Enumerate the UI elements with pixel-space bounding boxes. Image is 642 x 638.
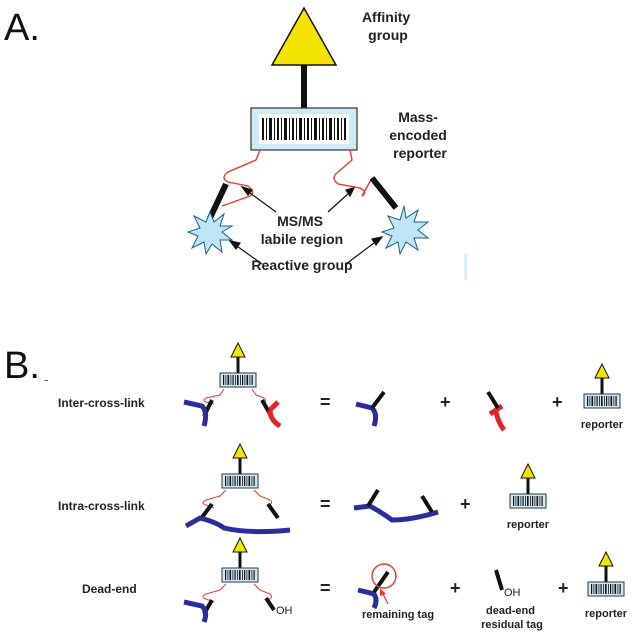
labile-linker-left — [221, 149, 261, 207]
peptide-blue — [184, 515, 291, 535]
row-label-inter: Inter-cross-link — [58, 396, 145, 410]
labile-linker-right — [333, 149, 373, 197]
panel-b: B. Inter-cross-link = + + reporter — [4, 343, 628, 631]
panel-a-letter: A. — [4, 7, 40, 49]
labile-region-label: MS/MS labile region — [261, 213, 343, 247]
row-label-intra: Intra-cross-link — [58, 499, 145, 513]
plus-sign: + — [450, 578, 461, 598]
remaining-tag-label: remaining tag — [362, 609, 434, 621]
mass-encoded-reporter-label: Mass- encoded reporter — [389, 109, 450, 161]
reactive-group-label: Reactive group — [251, 257, 352, 273]
equals-sign: = — [320, 494, 331, 514]
plus-sign: + — [558, 578, 569, 598]
panel-a-arrows — [228, 185, 384, 265]
residual-tag-label: dead-end residual tag — [481, 605, 543, 631]
plus-sign: + — [460, 494, 471, 514]
spacer-arm-left — [207, 182, 229, 220]
remaining-tag-circle — [371, 563, 397, 589]
row-dead-end: Dead-end OH = remaining tag + OH dead-en… — [82, 538, 628, 631]
plus-sign: + — [552, 392, 563, 412]
peptide-blue — [183, 599, 209, 623]
reporter-label: reporter — [585, 608, 628, 620]
reporter-fragment — [588, 552, 624, 596]
reporter-label: reporter — [581, 419, 624, 431]
affinity-group-label: Affinity group — [362, 9, 414, 43]
reporter-fragment — [584, 364, 620, 408]
row-inter-cross-link: Inter-cross-link = + + reporter — [58, 343, 624, 432]
reporter-fragment — [510, 464, 546, 508]
peptide-blue — [183, 399, 209, 427]
row-intra-cross-link: Intra-cross-link = + reporter — [58, 444, 550, 535]
reporter-module — [222, 444, 258, 488]
peptide-red — [267, 400, 282, 429]
reporter-module — [220, 343, 256, 387]
panel-b-letter: B. — [4, 345, 40, 387]
reactive-group-star-right — [380, 205, 430, 256]
mass-encoded-reporter-barcode — [250, 107, 358, 151]
oh-residual-label: OH — [504, 587, 521, 599]
reporter-module — [222, 538, 258, 582]
plus-sign: + — [440, 392, 451, 412]
row-label-dead-end: Dead-end — [82, 582, 137, 596]
equals-sign: = — [320, 578, 331, 598]
faint-mark — [464, 254, 467, 280]
oh-label: OH — [276, 605, 293, 617]
spacer-arm-right — [369, 176, 399, 210]
reporter-label: reporter — [507, 519, 550, 531]
reactive-group-star-left — [186, 210, 234, 256]
panel-a: A. Affinity group — [4, 6, 467, 280]
equals-sign: = — [320, 392, 331, 412]
affinity-group-triangle — [270, 6, 338, 66]
